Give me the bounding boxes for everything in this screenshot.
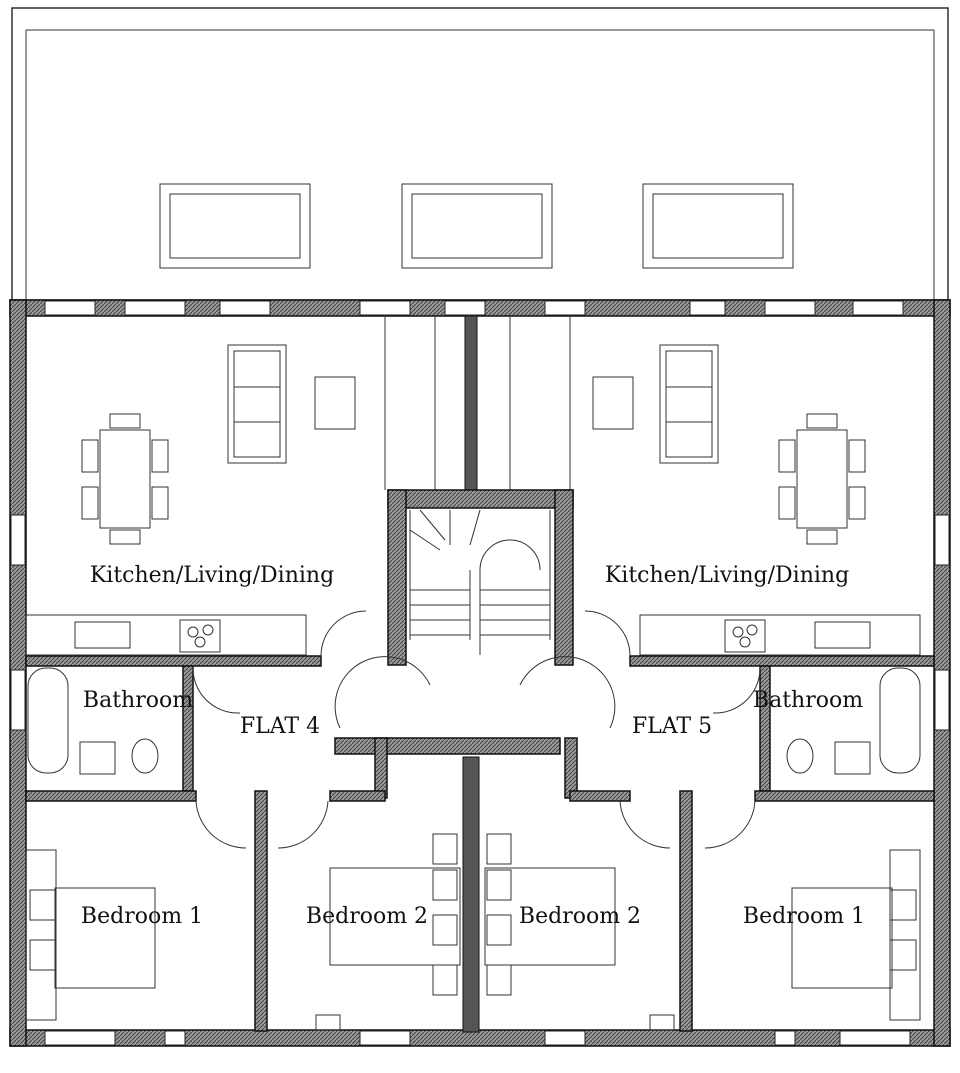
flat4-walls bbox=[25, 610, 386, 1032]
room-label-bathroom-left: Bathroom bbox=[83, 688, 193, 713]
rooflight-left bbox=[159, 183, 311, 269]
room-label-bathroom-right: Bathroom bbox=[753, 688, 863, 713]
rooflight-centre bbox=[401, 183, 553, 269]
flat-label-flat5: FLAT 5 bbox=[632, 714, 712, 739]
room-label-kitchen-living-dining-right: Kitchen/Living/Dining bbox=[605, 563, 849, 588]
party-wall bbox=[384, 315, 571, 1033]
stair-core bbox=[387, 489, 574, 666]
room-label-bedroom2-right: Bedroom 2 bbox=[519, 904, 641, 929]
flat4-furniture bbox=[25, 344, 461, 1031]
external-walls bbox=[9, 299, 951, 1047]
room-label-kitchen-living-dining-left: Kitchen/Living/Dining bbox=[90, 563, 334, 588]
room-labels: Kitchen/Living/Dining Kitchen/Living/Din… bbox=[81, 563, 865, 929]
room-label-bedroom1-left: Bedroom 1 bbox=[81, 904, 203, 929]
lobby-walls bbox=[334, 656, 616, 799]
flat5-furniture bbox=[484, 344, 921, 1031]
rooflight-right bbox=[642, 183, 794, 269]
room-label-bedroom2-left: Bedroom 2 bbox=[306, 904, 428, 929]
flat-label-flat4: FLAT 4 bbox=[240, 714, 320, 739]
roof-terrace bbox=[11, 7, 949, 301]
flat5-walls bbox=[569, 610, 935, 1032]
room-label-bedroom1-right: Bedroom 1 bbox=[743, 904, 865, 929]
